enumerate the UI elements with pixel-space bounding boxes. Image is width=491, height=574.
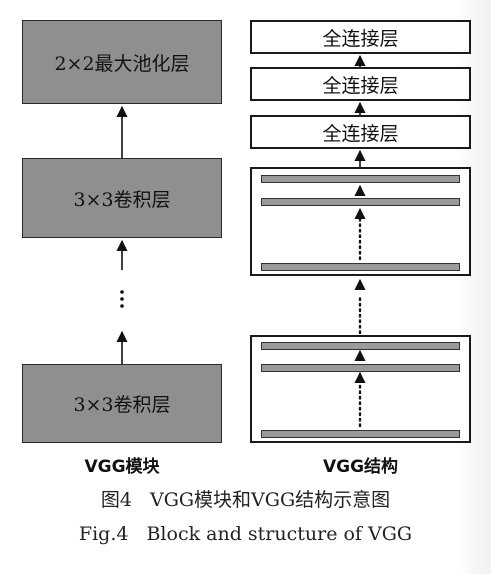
ellipsis-dot [120,290,124,294]
conv-layer-label-lower: 3×3卷积层 [73,394,171,416]
caption-english: Fig.4 Block and structure of VGG [0,523,491,545]
ellipsis-dot [120,297,124,301]
ellipsis-dot [120,304,124,308]
fc-layer-box-bottom: 全连接层 [250,115,471,149]
conv-bar [261,364,460,372]
fc-layer-label-top: 全连接层 [322,27,399,50]
fc-layer-box-top: 全连接层 [250,20,471,54]
caption-chinese-text: VGG模块和VGG结构示意图 [149,489,391,511]
fc-layer-label-middle: 全连接层 [322,74,399,97]
conv-layer-box-lower: 3×3卷积层 [22,364,222,443]
caption-chinese-number: 图4 [100,489,132,511]
conv-bar [261,198,460,206]
caption-english-number: Fig.4 [78,523,129,545]
conv-bar [261,342,460,350]
conv-layer-label-upper: 3×3卷积层 [73,188,171,211]
maxpool-layer-label: 2×2最大池化层 [54,52,190,75]
vgg-block-title: VGG模块 [84,457,160,477]
caption-english-text: Block and structure of VGG [146,523,413,545]
conv-bar [261,175,460,183]
conv-bar [261,430,460,438]
fc-layer-label-bottom: 全连接层 [322,122,399,145]
conv-layer-box-upper: 3×3卷积层 [22,158,222,238]
vgg-structure-title: VGG结构 [322,457,399,477]
fc-layer-box-middle: 全连接层 [250,67,471,101]
maxpool-layer-box: 2×2最大池化层 [22,20,222,104]
caption-chinese: 图4 VGG模块和VGG结构示意图 [0,485,491,512]
conv-bar [261,263,460,271]
